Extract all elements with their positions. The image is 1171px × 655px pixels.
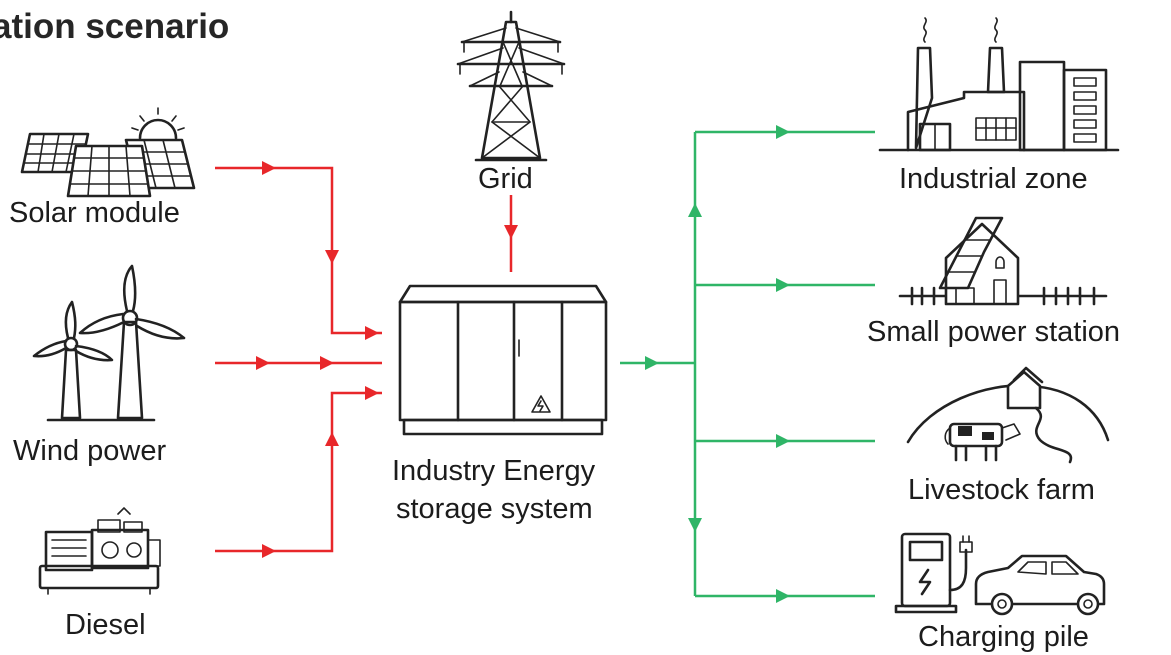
arrow-right (256, 356, 270, 370)
arrow-right (776, 434, 790, 448)
label-small-power-station: Small power station (867, 316, 1121, 348)
output-flow-arrows (645, 125, 790, 603)
arrow-right (320, 356, 334, 370)
arrow-right (262, 161, 276, 175)
output-flow-lines (620, 130, 875, 598)
page-title: ation scenario (0, 7, 230, 46)
label-livestock-farm: Livestock farm (908, 474, 1095, 506)
arrow-right (776, 278, 790, 292)
label-grid: Grid (478, 163, 533, 195)
arrow-right (365, 326, 379, 340)
label-wind-power: Wind power (13, 435, 167, 467)
arrow-right (262, 544, 276, 558)
arrow-up (325, 432, 339, 446)
label-storage-system-line2: storage system (396, 493, 593, 525)
label-charging-pile: Charging pile (918, 621, 1089, 653)
arrow-right (645, 356, 659, 370)
arrow-right (776, 589, 790, 603)
arrow-right (776, 125, 790, 139)
arrow-down (504, 225, 518, 239)
factory-icon (878, 17, 1120, 152)
arrow-down (688, 518, 702, 532)
diesel-generator-icon (38, 507, 161, 595)
arrow-right (365, 386, 379, 400)
livestock-farm-icon (906, 366, 1110, 464)
transmission-tower-icon (456, 10, 566, 162)
solar-panel-icon (20, 107, 196, 198)
label-diesel: Diesel (65, 609, 146, 641)
wind-turbine-icon (32, 264, 186, 422)
label-industrial-zone: Industrial zone (899, 163, 1088, 195)
label-solar-module: Solar module (9, 197, 180, 229)
input-flow-arrows (256, 161, 518, 558)
arrow-up (688, 203, 702, 217)
arrow-down (325, 250, 339, 264)
small-house-icon (898, 216, 1108, 306)
label-storage-system-line1: Industry Energy (392, 455, 596, 487)
energy-storage-cabinet-icon (398, 284, 608, 436)
charging-pile-icon (894, 532, 1106, 616)
